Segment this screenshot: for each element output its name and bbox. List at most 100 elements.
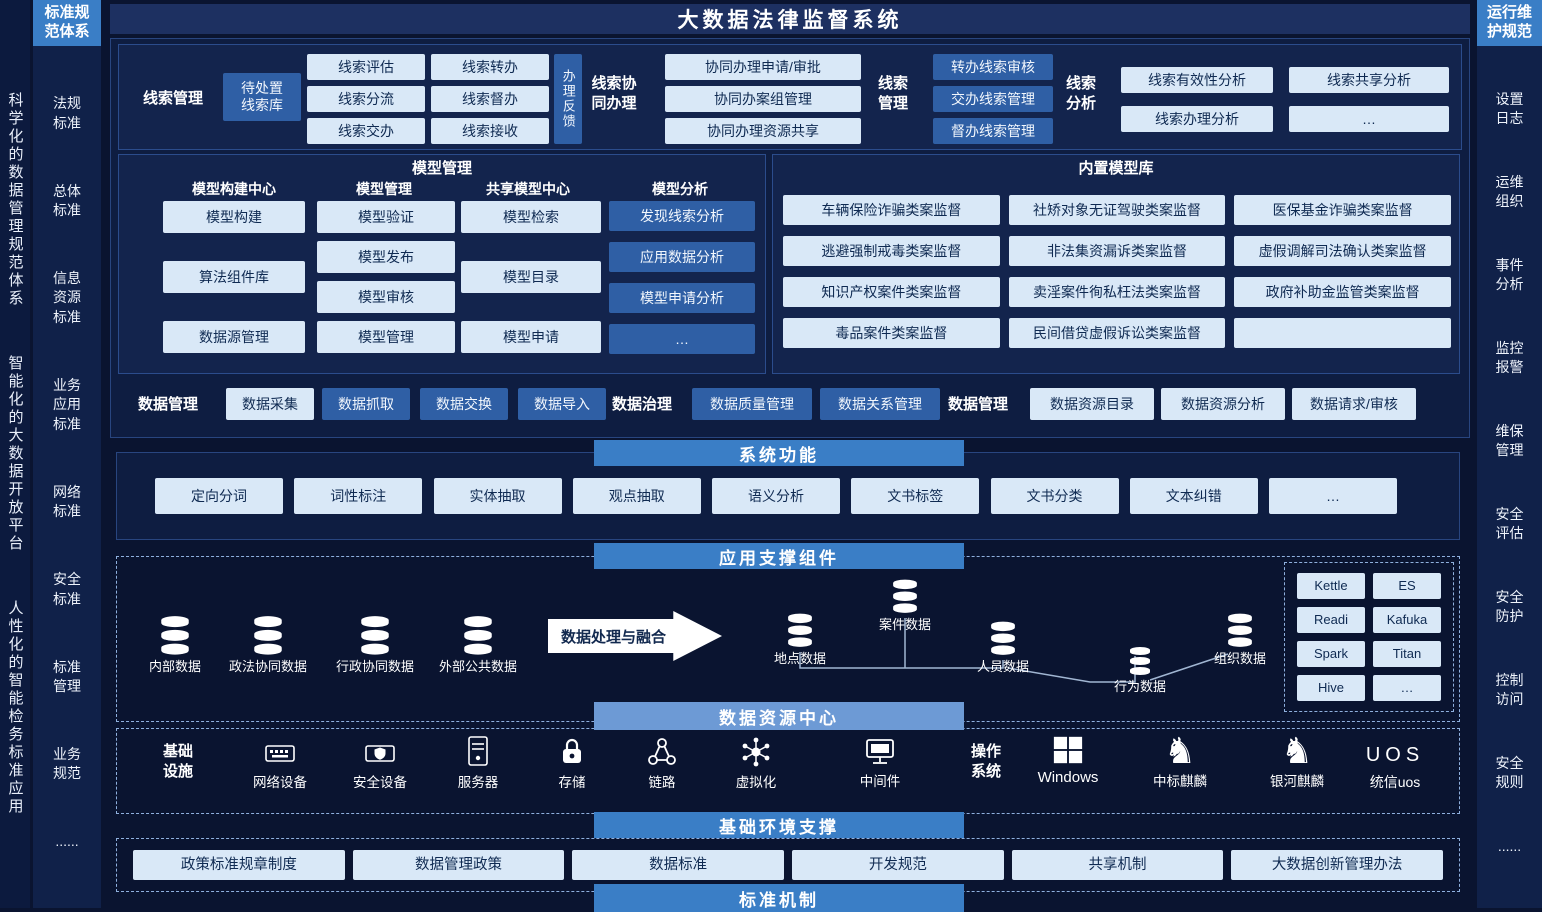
ops-item: 运维组织 bbox=[1495, 173, 1524, 210]
clue-item: 线索转办 bbox=[431, 54, 549, 80]
model-library-item: 车辆保险诈骗类案监督 bbox=[783, 195, 1000, 225]
clue-analysis-item: … bbox=[1289, 106, 1449, 132]
data-collect-tools: 数据抓取数据交换数据导入 bbox=[322, 388, 606, 420]
clue-analysis-item: 线索有效性分析 bbox=[1121, 67, 1273, 93]
sysfunc-item: 词性标注 bbox=[294, 478, 423, 514]
os-yinhe-kylin: ♞ 银河麒麟 bbox=[1247, 732, 1347, 790]
tech-item: Kafuka bbox=[1373, 607, 1441, 633]
model-item: 发现线索分析 bbox=[609, 201, 755, 231]
ops-item: 事件分析 bbox=[1495, 256, 1524, 293]
windows-logo-icon bbox=[1053, 736, 1083, 764]
slogan-line: 人性化的智能检务标准应用 bbox=[6, 600, 24, 816]
device-label: 链路 bbox=[648, 775, 676, 790]
ops-item: 控制访问 bbox=[1495, 671, 1524, 708]
policy-item: 数据标准 bbox=[572, 850, 784, 880]
os-label-text: 中标麒麟 bbox=[1153, 774, 1207, 789]
database-icon bbox=[893, 579, 917, 613]
model-library-item: 卖淫案件徇私枉法类案监督 bbox=[1008, 277, 1226, 307]
ops-item: 维保管理 bbox=[1495, 422, 1524, 459]
clue-analysis-item: 线索共享分析 bbox=[1289, 67, 1449, 93]
resource-center-banner: 数据资源中心 bbox=[594, 702, 964, 730]
device-label: 服务器 bbox=[457, 775, 499, 790]
shield-device-icon bbox=[365, 745, 395, 762]
clue-section: 线索管理 待处置线索库 线索评估线索分流线索交办 线索转办线索督办线索接收 办理… bbox=[118, 44, 1462, 150]
app-support-banner: 应用支撑组件 bbox=[594, 543, 964, 569]
model-library-item: 医保基金诈骗类案监督 bbox=[1234, 195, 1451, 225]
tech-item: Hive bbox=[1297, 675, 1365, 701]
clue-item: 督办线索管理 bbox=[933, 118, 1053, 144]
fusion-connector-lines bbox=[799, 618, 1229, 683]
slogan-line: 科学化的数据管理规范体系 bbox=[6, 92, 24, 308]
database-icon bbox=[1228, 613, 1252, 647]
data-tool: 数据质量管理 bbox=[692, 388, 812, 420]
device-storage: 存储 bbox=[527, 735, 617, 791]
model-library-item: 毒品案件类案监督 bbox=[783, 318, 1000, 348]
os-label-text: 银河麒麟 bbox=[1270, 774, 1324, 789]
policy-item: 政策标准规章制度 bbox=[133, 850, 345, 880]
standards-item: 标准管理 bbox=[53, 658, 81, 695]
standards-sidebar-header: 标准规范体系 bbox=[33, 0, 101, 46]
model-build-items: 模型构建算法组件库数据源管理 bbox=[163, 201, 305, 353]
os-windows: Windows bbox=[1018, 734, 1118, 786]
device-label: 网络设备 bbox=[253, 775, 307, 790]
sysfunc-item: 文书分类 bbox=[990, 478, 1119, 514]
source-legal-collab-data: 政法协同数据 bbox=[213, 612, 323, 675]
clue-analysis-items: 线索有效性分析线索共享分析线索办理分析… bbox=[1121, 67, 1457, 132]
policy-item: 数据管理政策 bbox=[352, 850, 565, 880]
ops-item: 设置日志 bbox=[1495, 90, 1524, 127]
data-mgmt-label: 数据管理 bbox=[138, 396, 199, 413]
model-library-item: 民间借贷虚假诉讼类案监督 bbox=[1008, 318, 1226, 348]
device-network: 网络设备 bbox=[235, 738, 325, 791]
data-manage-tools: 数据资源目录数据资源分析数据请求/审核 bbox=[1030, 388, 1416, 420]
clue-pending-box: 待处置线索库 bbox=[223, 73, 301, 121]
tech-item: … bbox=[1373, 675, 1441, 701]
model-col-header: 模型构建中心 bbox=[192, 181, 276, 197]
keyboard-icon bbox=[265, 745, 295, 762]
fused-label: 人员数据 bbox=[976, 659, 1029, 674]
device-security: 安全设备 bbox=[335, 738, 425, 791]
tech-item: ES bbox=[1373, 573, 1441, 599]
standards-item: 法规标准 bbox=[53, 95, 81, 131]
lock-drive-icon bbox=[563, 738, 581, 763]
clue-item: 转办线索审核 bbox=[933, 54, 1053, 80]
clue-item: 协同办案组管理 bbox=[665, 86, 861, 112]
clue-eval-items: 线索评估线索分流线索交办 bbox=[307, 54, 425, 144]
model-section: 模型管理 模型构建中心 模型管理 共享模型中心 模型分析 模型构建算法组件库数据… bbox=[118, 154, 766, 374]
ops-sidebar-header: 运行维护规范 bbox=[1477, 0, 1542, 46]
device-link: 链路 bbox=[617, 736, 707, 791]
model-item: … bbox=[609, 324, 755, 354]
model-library-title: 内置模型库 bbox=[1078, 160, 1154, 177]
source-admin-collab-data: 行政协同数据 bbox=[320, 612, 430, 675]
sysfunc-items: 定向分词词性标注实体抽取观点抽取语义分析文书标签文书分类文本纠错… bbox=[155, 478, 1397, 514]
clue-item: 协同办理资源共享 bbox=[665, 118, 861, 144]
policy-item: 开发规范 bbox=[792, 850, 1004, 880]
clue-item: 线索督办 bbox=[431, 86, 549, 112]
ops-item: 安全评估 bbox=[1495, 505, 1524, 542]
fused-org-data: 组织数据 bbox=[1200, 610, 1280, 667]
data-tool: 数据资源目录 bbox=[1030, 388, 1154, 420]
database-icon bbox=[161, 616, 189, 655]
data-govern-tools: 数据质量管理数据关系管理 bbox=[692, 388, 940, 420]
policy-item: 共享机制 bbox=[1011, 850, 1224, 880]
source-label: 政法协同数据 bbox=[228, 659, 307, 674]
model-section-title: 模型管理 bbox=[411, 160, 472, 177]
clue-collab-items: 协同办理申请/审批协同办案组管理协同办理资源共享 bbox=[665, 54, 861, 144]
model-analysis-items: 发现线索分析应用数据分析模型申请分析… bbox=[609, 201, 755, 354]
database-icon bbox=[254, 616, 282, 655]
clue-manage-label: 线索管理 bbox=[142, 90, 203, 107]
data-collect-box: 数据采集 bbox=[226, 388, 314, 420]
clue-manage2-items: 转办线索审核交办线索管理督办线索管理 bbox=[933, 54, 1053, 144]
monitor-icon bbox=[866, 739, 894, 764]
standards-item: 网络标准 bbox=[53, 483, 81, 520]
device-virtualization: 虚拟化 bbox=[711, 736, 801, 791]
sysfunc-item: 实体抽取 bbox=[433, 478, 562, 514]
left-slogan-rail: 科学化的数据管理规范体系 智能化的大数据开放平台 人性化的智能检务标准应用 bbox=[0, 0, 30, 908]
ops-item: ...... bbox=[1497, 837, 1522, 854]
data-tool: 数据关系管理 bbox=[820, 388, 940, 420]
standards-item: 业务应用标准 bbox=[53, 376, 81, 433]
model-item: 模型申请 bbox=[461, 321, 601, 353]
model-item: 模型管理 bbox=[317, 321, 455, 353]
standards-sidebar: 标准规范体系 法规标准总体标准信息资源标准业务应用标准网络标准安全标准标准管理业… bbox=[33, 0, 101, 908]
clue-collab-label: 线索协同办理 bbox=[591, 75, 637, 113]
